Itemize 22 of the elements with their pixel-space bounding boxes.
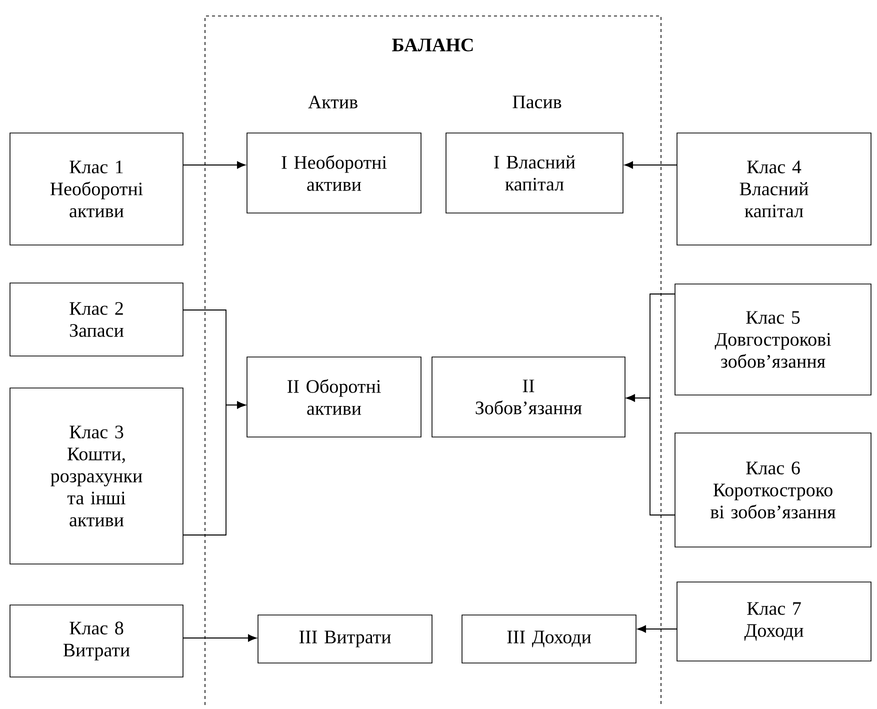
class-box: Клас 5 Довгострокові зобов’язання [674, 284, 872, 396]
arrow [637, 625, 678, 633]
class-box: II Оборотні активи [246, 356, 422, 438]
class-box: Клас 4 Власний капітал [676, 132, 872, 246]
class-box: III Доходи [462, 614, 636, 664]
class-box: I Необоротні активи [246, 132, 422, 214]
arrow [182, 161, 246, 169]
arrow [624, 161, 678, 169]
class-box: Клас 2 Запаси [10, 282, 184, 356]
class-box: Клас 7 Доходи [676, 582, 872, 662]
column-heading: Пасив [512, 96, 562, 108]
arrow [182, 634, 257, 642]
arrow [626, 394, 676, 516]
class-box: Клас 8 Витрати [10, 604, 184, 678]
column-heading: Актив [308, 96, 358, 108]
class-box: III Витрати [258, 614, 432, 664]
class-box: Клас 6 Короткостроко ві зобов’язання [674, 432, 872, 548]
class-box: Клас 1 Необоротні активи [10, 132, 184, 246]
class-box: Клас 3 Кошти, розрахунки та інші активи [10, 388, 184, 564]
class-box: II Зобов’язання [432, 356, 626, 438]
arrow [182, 401, 246, 536]
class-box: I Власний капітал [446, 132, 624, 214]
